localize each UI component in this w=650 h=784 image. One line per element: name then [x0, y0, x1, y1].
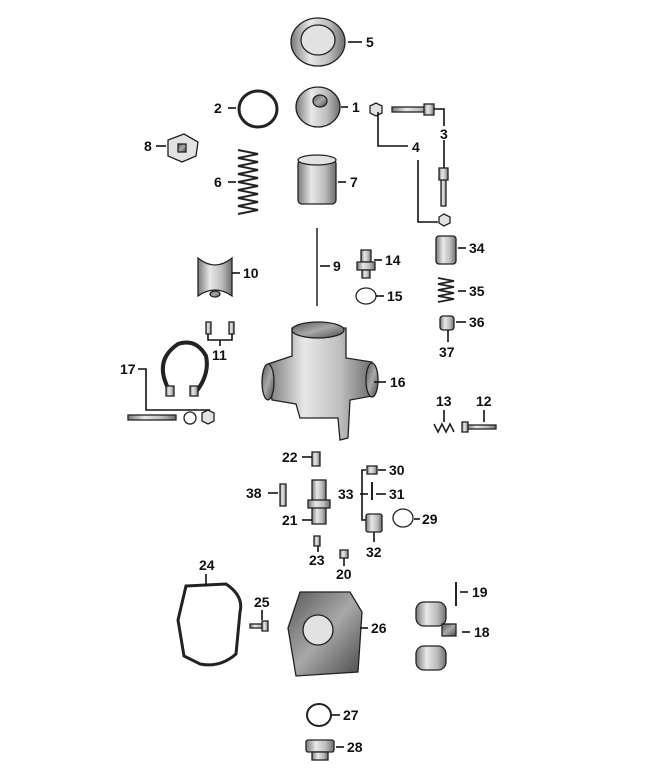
callout-13: 13 — [436, 393, 452, 409]
callout-26: 26 — [371, 620, 387, 636]
callout-29: 29 — [422, 511, 438, 527]
callout-28: 28 — [347, 739, 363, 755]
callout-1: 1 — [352, 99, 360, 115]
callout-12: 12 — [476, 393, 492, 409]
callout-32: 32 — [366, 544, 382, 560]
part-22-small-jet — [311, 451, 321, 467]
part-29-washer — [392, 508, 414, 528]
callout-2: 2 — [214, 100, 222, 116]
part-8-clip — [167, 133, 199, 163]
part-3-adjust-screw-assembly — [369, 102, 451, 227]
part-6-spring — [237, 149, 259, 215]
part-17-clamp — [127, 340, 215, 425]
callout-15: 15 — [387, 288, 403, 304]
part-30-cap — [366, 465, 378, 475]
callout-6: 6 — [214, 174, 222, 190]
part-23-jet — [313, 535, 321, 547]
callout-38: 38 — [246, 485, 262, 501]
callout-35: 35 — [469, 283, 485, 299]
part-27-o-ring — [306, 703, 332, 727]
callout-37: 37 — [439, 344, 455, 360]
callout-25: 25 — [254, 594, 270, 610]
callout-9: 9 — [333, 258, 341, 274]
callout-17: 17 — [120, 361, 136, 377]
part-1-top-cap — [295, 86, 341, 128]
callout-20: 20 — [336, 566, 352, 582]
callout-8: 8 — [144, 138, 152, 154]
part-11-screws — [205, 321, 235, 335]
part-34-piston — [435, 235, 457, 265]
callout-3: 3 — [440, 126, 448, 142]
callout-27: 27 — [343, 707, 359, 723]
part-15-o-ring — [355, 287, 377, 305]
part-26-float-bowl — [287, 591, 363, 677]
part-25-bowl-screw — [249, 620, 269, 632]
part-38-pin — [279, 483, 287, 507]
part-10-venturi-insert — [197, 256, 233, 298]
callout-numbers: 1 2 3 4 5 6 7 8 9 10 11 12 13 14 15 16 1… — [120, 34, 492, 755]
callout-31: 31 — [389, 486, 405, 502]
part-5-knurled-cap-ring — [290, 17, 346, 67]
part-16-carburetor-body — [261, 321, 379, 441]
callout-18: 18 — [474, 624, 490, 640]
part-2-gasket-ring — [237, 89, 279, 129]
callout-36: 36 — [469, 314, 485, 330]
callout-34: 34 — [469, 240, 485, 256]
part-35-spring — [437, 277, 455, 303]
leader-lines — [138, 41, 485, 748]
callout-33: 33 — [338, 486, 354, 502]
callout-30: 30 — [389, 462, 405, 478]
callout-5: 5 — [366, 34, 374, 50]
callout-16: 16 — [390, 374, 406, 390]
part-32-main-jet — [365, 513, 383, 533]
part-36-plug — [439, 315, 455, 331]
callout-11: 11 — [212, 347, 227, 363]
callout-4: 4 — [412, 139, 420, 155]
part-28-drain-plug — [305, 739, 335, 761]
callout-14: 14 — [385, 252, 401, 268]
part-18-float-assembly — [415, 601, 457, 671]
callout-23: 23 — [309, 552, 325, 568]
part-21-needle-jet-holder — [307, 479, 331, 525]
callout-22: 22 — [282, 449, 298, 465]
part-7-throttle-slide — [297, 154, 337, 205]
part-13-small-spring — [433, 422, 455, 434]
part-20-jet — [339, 549, 349, 559]
callout-19: 19 — [472, 584, 488, 600]
callout-24: 24 — [199, 557, 215, 573]
callout-7: 7 — [350, 174, 358, 190]
callout-21: 21 — [282, 512, 298, 528]
part-14-fitting — [356, 249, 376, 279]
part-12-idle-screw — [461, 421, 497, 433]
callout-10: 10 — [243, 265, 259, 281]
part-24-float-bowl-gasket — [176, 582, 243, 667]
